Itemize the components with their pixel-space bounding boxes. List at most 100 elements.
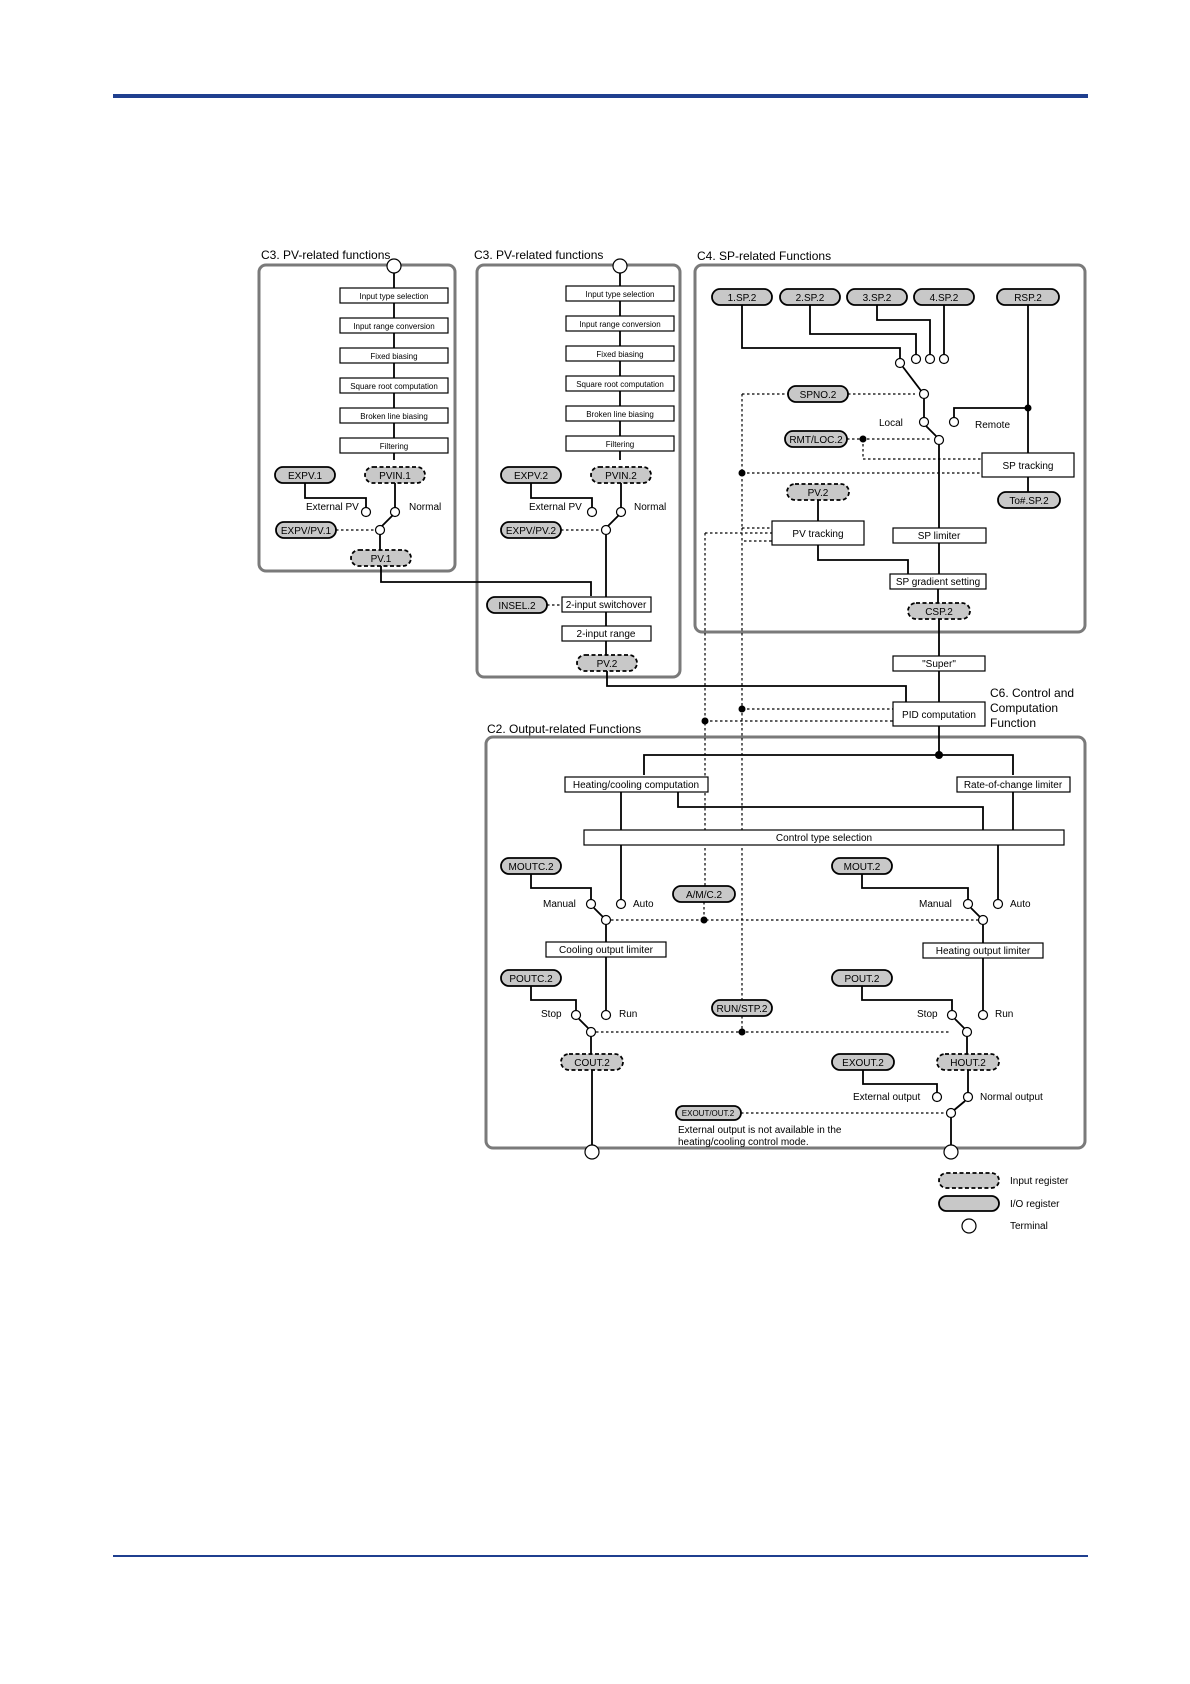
label-run-cooling: Run <box>619 1009 637 1020</box>
section-title-control-3: Function <box>990 716 1036 730</box>
register-moutc2-label: MOUTC.2 <box>509 862 554 873</box>
register-pvin2-label: PVIN.2 <box>605 471 637 482</box>
pv2-box-filtering: Filtering <box>606 440 634 449</box>
label-auto-cooling: Auto <box>633 899 654 910</box>
box-rate-of-change-label: Rate-of-change limiter <box>964 780 1063 791</box>
section-title-pv1: C3. PV-related functions <box>261 248 390 262</box>
legend-terminal: Terminal <box>1010 1221 1048 1232</box>
pv2-box-fixed-bias: Fixed biasing <box>596 350 643 359</box>
label-external-pv-2: External PV <box>529 502 582 513</box>
label-stop-heating: Stop <box>917 1009 938 1020</box>
section-title-control-2: Computation <box>990 701 1058 715</box>
pv1-box-filtering: Filtering <box>380 442 408 451</box>
register-rsp2-label: RSP.2 <box>1014 293 1042 304</box>
pv2-box-sqrt: Square root computation <box>576 380 664 389</box>
register-expvpv2-label: EXPV/PV.2 <box>506 526 557 537</box>
box-sp-tracking <box>981 452 1075 478</box>
label-stop-cooling: Stop <box>541 1009 562 1020</box>
box-pid-computation <box>892 701 986 727</box>
section-title-sp: C4. SP-related Functions <box>697 249 831 263</box>
pv1-box-sqrt: Square root computation <box>350 382 438 391</box>
register-runstp2-label: RUN/STP.2 <box>717 1004 768 1015</box>
label-manual-cooling: Manual <box>543 899 576 910</box>
register-cout2-label: COUT.2 <box>574 1058 610 1069</box>
box-super-label: "Super" <box>922 659 956 670</box>
register-pv1-label: PV.1 <box>371 554 392 565</box>
output-panel <box>484 735 1087 1150</box>
pv2-box-input-range: Input range conversion <box>579 320 660 329</box>
box-heating-cooling <box>564 776 709 793</box>
box-pid-computation-label: PID computation <box>902 710 976 721</box>
box-control-type-selection <box>583 829 1065 846</box>
register-amc2-label: A/M/C.2 <box>686 890 723 901</box>
register-poutc2-label: POUTC.2 <box>509 974 553 985</box>
section-title-output: C2. Output-related Functions <box>487 722 641 736</box>
label-remote: Remote <box>975 420 1010 431</box>
register-1sp2-label: 1.SP.2 <box>728 293 757 304</box>
register-expv1-label: EXPV.1 <box>288 471 323 482</box>
register-spno2-label: SPNO.2 <box>800 390 837 401</box>
box-sp-gradient-label: SP gradient setting <box>896 577 980 588</box>
register-pvin2 <box>590 466 652 484</box>
sp-panel <box>693 263 1087 634</box>
footer-rule <box>113 1555 1088 1557</box>
box-control-type-selection-label: Control type selection <box>776 833 872 844</box>
label-external-output: External output <box>853 1092 920 1103</box>
label-external-pv-1: External PV <box>306 502 359 513</box>
register-exout2-label: EXOUT.2 <box>842 1058 884 1069</box>
register-3sp2-label: 3.SP.2 <box>863 293 892 304</box>
register-expv2-label: EXPV.2 <box>514 471 549 482</box>
pv2-box-input-type: Input type selection <box>586 290 655 299</box>
register-insel2-label: INSEL.2 <box>498 601 536 612</box>
label-run-heating: Run <box>995 1009 1013 1020</box>
register-pv2 <box>576 654 638 672</box>
pv1-panel <box>257 263 457 573</box>
register-hout2-label: HOUT.2 <box>950 1058 986 1069</box>
cooling-output-terminal <box>584 1144 600 1160</box>
box-sp-limiter-label: SP limiter <box>918 531 961 542</box>
register-rmtloc2-label: RMT/LOC.2 <box>789 435 843 446</box>
heating-output-terminal <box>943 1144 959 1160</box>
pv2-chain: Input type selection Input range convers… <box>565 285 675 452</box>
register-expvpv1-label: EXPV/PV.1 <box>281 526 332 537</box>
register-pv2-label: PV.2 <box>597 659 618 670</box>
box-cooling-output-limiter-label: Cooling output limiter <box>559 945 654 956</box>
pv1-box-input-range: Input range conversion <box>353 322 434 331</box>
legend-terminal-swatch <box>961 1218 977 1234</box>
label-manual-heating: Manual <box>919 899 952 910</box>
legend-io-register: I/O register <box>1010 1199 1060 1210</box>
pv1-box-broken-line: Broken line biasing <box>360 412 428 421</box>
register-pvin1-label: PVIN.1 <box>379 471 411 482</box>
section-title-pv2: C3. PV-related functions <box>474 248 603 262</box>
register-csp2-label: CSP.2 <box>925 607 953 618</box>
box-2-input-range-label: 2-input range <box>577 629 636 640</box>
label-normal-2: Normal <box>634 502 666 513</box>
pv1-box-fixed-bias: Fixed biasing <box>370 352 417 361</box>
register-pv1 <box>350 549 412 567</box>
pv2-box-broken-line: Broken line biasing <box>586 410 654 419</box>
header-rule <box>113 94 1088 98</box>
label-auto-heating: Auto <box>1010 899 1031 910</box>
box-heating-cooling-label: Heating/cooling computation <box>573 780 699 791</box>
register-pvsp2-label: PV.2 <box>808 488 829 499</box>
label-local: Local <box>879 418 903 429</box>
pv2-input-terminal <box>612 258 628 274</box>
note-line-1: External output is not available in the <box>678 1125 842 1136</box>
legend-io-register-swatch <box>938 1195 1000 1212</box>
box-sp-tracking-label: SP tracking <box>1003 461 1054 472</box>
label-normal-1: Normal <box>409 502 441 513</box>
register-exoutout2-label: EXOUT/OUT.2 <box>682 1109 735 1118</box>
label-normal-output: Normal output <box>980 1092 1043 1103</box>
register-pvin1 <box>364 466 426 484</box>
pv1-input-terminal <box>386 258 402 274</box>
pv1-chain: Input type selection Input range convers… <box>339 287 449 454</box>
register-2sp2-label: 2.SP.2 <box>796 293 825 304</box>
box-pv-tracking-label: PV tracking <box>792 529 843 540</box>
pv2-panel <box>475 263 682 679</box>
register-tosp2 <box>997 491 1061 509</box>
register-mout2-label: MOUT.2 <box>844 862 881 873</box>
legend-input-register-swatch <box>938 1172 1000 1189</box>
note-line-2: heating/cooling control mode. <box>678 1137 809 1148</box>
legend-input-register: Input register <box>1010 1176 1069 1187</box>
